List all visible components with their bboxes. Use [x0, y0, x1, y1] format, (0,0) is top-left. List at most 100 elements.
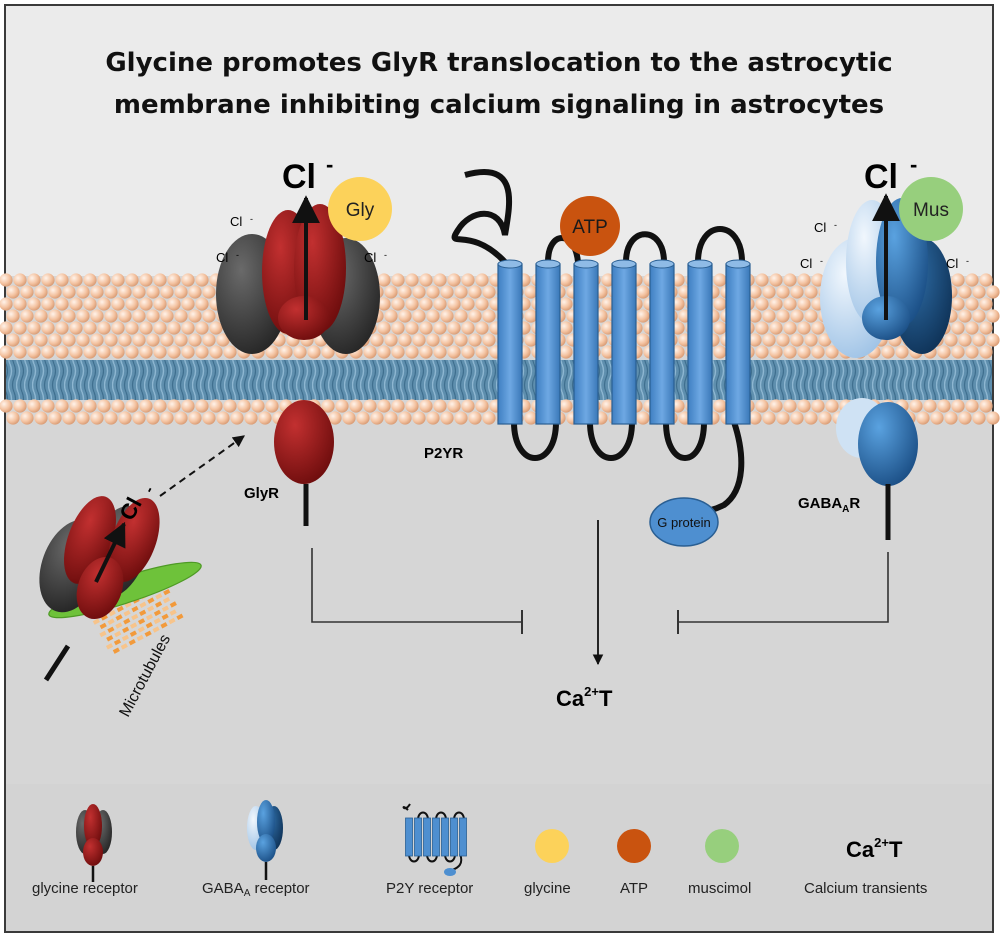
atp-ligand	[560, 196, 620, 256]
microtubule-segment	[115, 622, 123, 629]
lipid-head	[636, 285, 650, 299]
lipid-head	[412, 411, 426, 425]
lipid-head	[405, 321, 419, 335]
legend-muscimol-icon	[705, 829, 739, 863]
p2y-helix	[687, 259, 713, 425]
lipid-head	[27, 399, 41, 413]
microtubule-segment	[153, 609, 162, 617]
lipid-head	[125, 297, 139, 311]
cytosolic-glyr-red-front	[76, 557, 124, 619]
lipid-head	[482, 411, 496, 425]
lipid-head	[97, 345, 111, 359]
chloride-ion-label: Cl	[946, 256, 958, 271]
lipid-head	[447, 345, 461, 359]
p2y-helix	[497, 259, 523, 425]
lipid-head	[454, 309, 468, 323]
lipid-head	[69, 345, 83, 359]
lipid-head	[0, 399, 13, 413]
lipid-head	[762, 333, 776, 347]
lipid-head	[62, 285, 76, 299]
lipid-head	[524, 333, 538, 347]
microtubule-segment	[137, 618, 146, 625]
lipid-head	[755, 273, 769, 287]
lipid-head	[244, 411, 258, 425]
chloride-ion-label: Cl	[814, 220, 826, 235]
lipid-head	[111, 297, 125, 311]
lipid-head	[90, 309, 104, 323]
lipid-head	[636, 333, 650, 347]
lipid-head	[671, 297, 685, 311]
lipid-head	[398, 309, 412, 323]
lipid-head	[76, 411, 90, 425]
lipid-head	[426, 285, 440, 299]
lipid-head	[174, 285, 188, 299]
lipid-head	[937, 399, 951, 413]
lipid-head	[468, 333, 482, 347]
lipid-head	[153, 297, 167, 311]
lipid-head	[972, 333, 986, 347]
lipid-head	[139, 297, 153, 311]
lipid-head	[97, 273, 111, 287]
lipid-head	[965, 399, 979, 413]
legend-label-gabaa-receptor: GABAA receptor	[202, 880, 310, 899]
lipid-head	[27, 297, 41, 311]
chloride-ion-charge: -	[834, 220, 837, 230]
lipid-head	[951, 273, 965, 287]
lipid-head	[279, 345, 293, 359]
microtubule-segment	[129, 630, 137, 637]
chloride-ion-label: Cl	[364, 250, 376, 265]
lipid-head	[20, 333, 34, 347]
lipid-head	[447, 399, 461, 413]
lipid-head	[377, 321, 391, 335]
lipid-head	[118, 285, 132, 299]
lipid-head	[461, 273, 475, 287]
lipid-head	[111, 273, 125, 287]
p2y-extracellular-loop-2	[623, 231, 667, 263]
microtubule-segment	[153, 617, 161, 625]
lipid-head	[412, 309, 426, 323]
lipid-head	[69, 297, 83, 311]
lipid-head	[811, 321, 825, 335]
lipid-head	[818, 411, 832, 425]
figure-title-line-2: membrane inhibiting calcium signaling in…	[113, 90, 885, 120]
lipid-head	[426, 333, 440, 347]
microtubule-segment	[130, 622, 138, 629]
lipid-head	[209, 399, 223, 413]
lipid-head	[0, 345, 13, 359]
lipid-head	[965, 321, 979, 335]
lipid-head	[181, 297, 195, 311]
lipid-head	[223, 345, 237, 359]
glycine-receptor	[216, 195, 380, 526]
chloride-ion-charge: -	[236, 250, 239, 260]
lipid-head	[769, 297, 783, 311]
lipid-head	[181, 321, 195, 335]
lipid-head	[482, 309, 496, 323]
lipid-head	[34, 285, 48, 299]
lipid-head	[48, 333, 62, 347]
lipid-head	[104, 411, 118, 425]
lipid-head	[440, 285, 454, 299]
lipid-head	[62, 333, 76, 347]
lipid-head	[13, 273, 27, 287]
lipid-head	[405, 345, 419, 359]
microtubule-segment	[128, 639, 136, 646]
lipid-head	[167, 321, 181, 335]
lipid-head	[433, 297, 447, 311]
lipid-head	[916, 411, 930, 425]
lipid-head	[769, 273, 783, 287]
p2y-transmembrane-helices	[497, 259, 751, 425]
microtubule-segment	[99, 622, 107, 630]
lipid-head	[713, 399, 727, 413]
microtubule-segment	[131, 605, 139, 613]
lipid-head	[475, 273, 489, 287]
lipid-head	[524, 411, 538, 425]
lipid-head	[90, 285, 104, 299]
lipid-head	[986, 411, 1000, 425]
lipid-head	[6, 285, 20, 299]
lipid-head	[461, 399, 475, 413]
lipid-head	[349, 399, 363, 413]
lipid-head	[748, 309, 762, 323]
lipid-head	[55, 345, 69, 359]
p2y-intracellular-loop-3	[663, 421, 707, 461]
lipid-head	[97, 399, 111, 413]
